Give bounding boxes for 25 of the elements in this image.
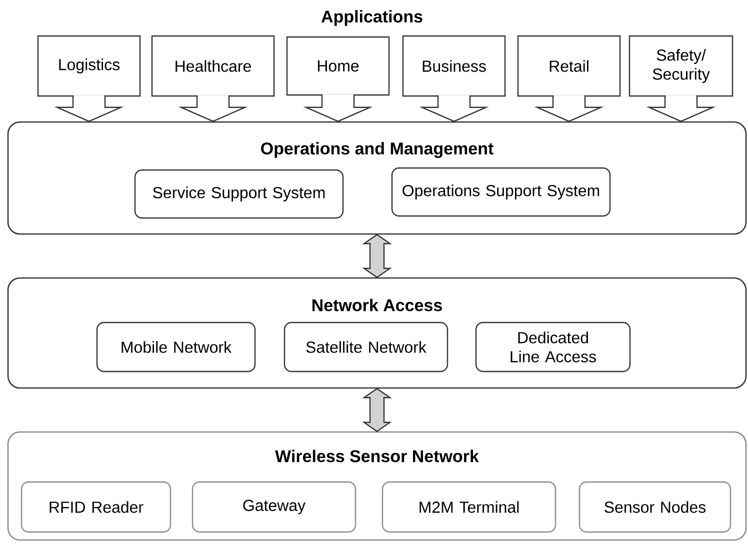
diagram-title: Applications: [321, 10, 422, 26]
application-box: Retail: [517, 35, 621, 97]
component-box: Sensor Nodes: [578, 481, 732, 533]
layer-heading: Network Access: [312, 298, 442, 312]
component-box: Mobile Network: [96, 322, 256, 372]
application-box: Safety/ Security: [628, 35, 734, 97]
block-arrow: [419, 94, 489, 122]
block-arrow: [54, 94, 124, 122]
component-box: RFID Reader: [20, 481, 172, 533]
layer-heading: Operations and Management: [261, 142, 494, 158]
component-box: Dedicated Line Access: [475, 322, 631, 372]
block-arrow: [178, 94, 248, 122]
application-box: Logistics: [37, 35, 141, 97]
component-box: Service Support System: [134, 169, 344, 219]
application-box: Home: [286, 36, 390, 96]
component-box: M2M Terminal: [382, 481, 556, 533]
layer-heading: Wireless Sensor Network: [275, 450, 479, 462]
component-box: Gateway: [192, 481, 356, 533]
component-box: Operations Support System: [391, 167, 611, 217]
application-box: Healthcare: [151, 35, 275, 97]
block-arrow: [534, 94, 604, 122]
application-box: Business: [402, 35, 506, 97]
block-arrow: [303, 94, 373, 122]
block-arrow: [646, 94, 716, 122]
component-box: Satellite Network: [284, 322, 448, 372]
